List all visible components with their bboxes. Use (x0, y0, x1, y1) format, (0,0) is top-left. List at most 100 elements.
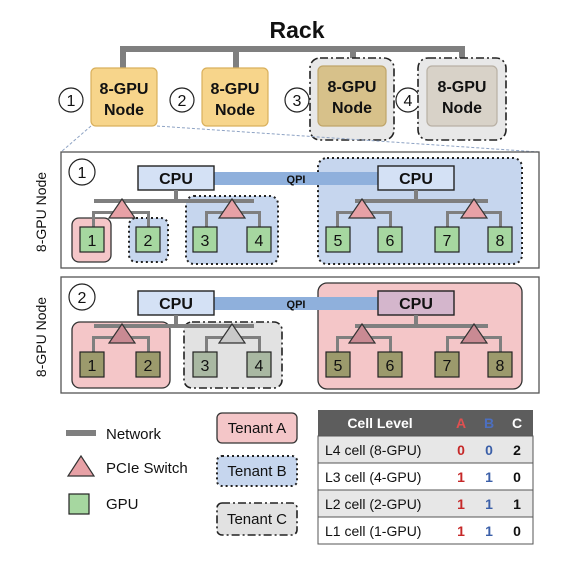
node-label-line2: Node (332, 100, 372, 117)
node-label-line1: 8-GPU (328, 79, 377, 96)
gpu-icon (246, 351, 272, 378)
cell-level-table: Cell Level A B C L4 cell (8-GPU) 0 0 2 L… (317, 410, 534, 545)
node-label-line1: 8-GPU (100, 81, 149, 98)
gpu-number: 8 (496, 358, 505, 375)
qpi-label: QPI (287, 299, 306, 311)
cell-value-b: 1 (485, 469, 493, 485)
gpu-icon (135, 351, 161, 378)
panel-side-label: 8-GPU Node (33, 172, 49, 252)
pcie-switch-icon (459, 322, 489, 344)
legend: Network PCIe Switch GPU Tenant A Tenant … (66, 412, 298, 536)
table-row (317, 489, 534, 518)
gpu-icon (487, 351, 513, 378)
cpu-box (377, 165, 455, 191)
gpu-icon (79, 351, 105, 378)
gpu-number: 1 (88, 233, 97, 250)
cpu-box (377, 290, 455, 316)
gpu-icon (377, 351, 403, 378)
table-row (317, 462, 534, 491)
gpu-icon (135, 226, 161, 253)
gpu-number: 4 (255, 358, 264, 375)
pcie-switch-icon (347, 322, 377, 344)
legend-tenant-c-label: Tenant C (227, 511, 287, 528)
rack-node-4: 4 8-GPU Node (395, 57, 507, 141)
gpu-number: 8 (496, 233, 505, 250)
gpu-icon (434, 351, 460, 378)
panel-number-badge (68, 158, 96, 186)
pcie-switch-icon (107, 197, 137, 219)
rack-network (120, 46, 465, 68)
gpu-icon (192, 351, 218, 378)
panel-number: 1 (78, 165, 87, 182)
node-label-line2: Node (215, 102, 255, 119)
gpu-number: 1 (88, 358, 97, 375)
row-label: L3 cell (4-GPU) (325, 469, 421, 485)
node-number-badge (58, 87, 84, 113)
qpi-link (214, 172, 378, 185)
legend-pcie-label: PCIe Switch (106, 460, 188, 477)
header-cell-level: Cell Level (347, 415, 412, 431)
rack-node-3: 3 8-GPU Node (284, 57, 395, 141)
table-header-row (318, 410, 533, 436)
gpu-number: 5 (334, 233, 343, 250)
gpu-number: 2 (144, 358, 153, 375)
gpu-number: 3 (201, 358, 210, 375)
panel-number: 2 (78, 290, 87, 307)
panel-side-label: 8-GPU Node (33, 297, 49, 377)
legend-network-label: Network (106, 426, 162, 443)
node-number: 4 (404, 93, 413, 110)
cpu-label: CPU (399, 296, 433, 313)
header-tenant-b: B (484, 415, 494, 431)
gpu-icon (325, 226, 351, 253)
pcie-switch-icon (217, 322, 247, 344)
table-row (317, 516, 534, 545)
node-number: 2 (178, 93, 187, 110)
cpu-label: CPU (399, 171, 433, 188)
gpu-icon (487, 226, 513, 253)
panel-number-badge (68, 283, 96, 311)
legend-gpu-label: GPU (106, 496, 139, 513)
node-panel-2: 8-GPU Node 2 QPI CPU CPU (33, 276, 540, 394)
pcie-switch-icon (347, 197, 377, 219)
rack-title: Rack (270, 17, 325, 43)
cell-value-c: 1 (513, 496, 521, 512)
node-label-line1: 8-GPU (438, 79, 487, 96)
node-label-line2: Node (442, 100, 482, 117)
cell-value-c: 0 (513, 469, 521, 485)
header-tenant-c: C (512, 415, 522, 431)
gpu-legend-icon (68, 493, 90, 515)
row-label: L4 cell (8-GPU) (325, 442, 421, 458)
gpu-number: 7 (443, 233, 452, 250)
tenant-c-legend-box (216, 502, 298, 536)
node-panel-1: 8-GPU Node 1 QPI CPU CPU (33, 151, 540, 269)
node-box (317, 65, 387, 127)
pcie-switch-icon (459, 197, 489, 219)
cell-value-b: 0 (485, 442, 493, 458)
pcie-switch-legend-icon (66, 454, 96, 477)
cell-value-a: 1 (457, 523, 465, 539)
cpu-label: CPU (159, 296, 193, 313)
pcie-switch-icon (217, 197, 247, 219)
cell-value-a: 1 (457, 469, 465, 485)
gpu-number: 5 (334, 358, 343, 375)
tenant-a-legend-box (216, 412, 298, 444)
gpu-number: 6 (386, 233, 395, 250)
gpu-icon (79, 226, 105, 253)
cell-value-a: 0 (457, 442, 465, 458)
node-number: 1 (67, 93, 76, 110)
row-label: L2 cell (2-GPU) (325, 496, 421, 512)
gpu-number: 3 (201, 233, 210, 250)
node-box (90, 67, 158, 127)
qpi-link (214, 297, 378, 310)
node-box (201, 67, 269, 127)
cell-value-b: 1 (485, 523, 493, 539)
node-number-badge (169, 87, 195, 113)
legend-tenant-b-label: Tenant B (227, 463, 286, 480)
gpu-icon (246, 226, 272, 253)
cell-value-c: 0 (513, 523, 521, 539)
network-legend-swatch (66, 430, 96, 436)
zoom-guide-line (60, 125, 92, 153)
zoom-guide-line (156, 125, 540, 153)
node-number: 3 (293, 93, 302, 110)
